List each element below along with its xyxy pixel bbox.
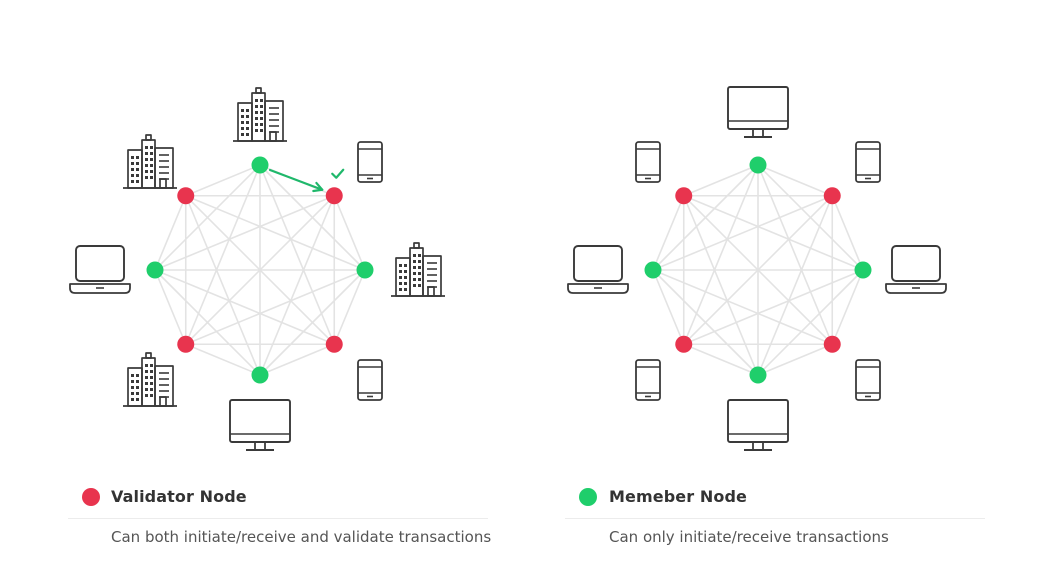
network-edge [185, 164, 261, 345]
network-edge [154, 269, 335, 345]
validator-node [823, 335, 841, 353]
laptop-icon [885, 245, 947, 294]
network-edge [757, 164, 833, 197]
network-edge [683, 269, 864, 345]
network-edge [652, 195, 833, 271]
network-edge [652, 269, 833, 345]
network-edge [154, 195, 187, 271]
member-node [251, 366, 269, 384]
legend-divider [565, 518, 985, 519]
member-node [749, 156, 767, 174]
network-edge [652, 195, 685, 271]
transaction-arrow [268, 168, 345, 193]
network-edge [683, 343, 759, 376]
network-edge [259, 195, 335, 376]
building-icon [233, 87, 287, 142]
member-legend-description: Can only initiate/receive transactions [609, 528, 889, 546]
network-edge [652, 269, 685, 345]
left-network-panel [69, 87, 445, 451]
network-edge [831, 195, 864, 271]
network-edge [185, 343, 261, 376]
network-edge [154, 269, 187, 345]
validator-node [823, 187, 841, 205]
network-edge [683, 195, 759, 376]
monitor-icon [727, 399, 789, 451]
member-legend-dot [579, 488, 597, 506]
legend-divider [68, 518, 488, 519]
phone-icon [855, 359, 881, 401]
validator-legend-title: Validator Node [111, 487, 247, 506]
member-node [644, 261, 662, 279]
network-edge [333, 269, 366, 345]
network-edge [185, 195, 261, 376]
network-edge [259, 164, 335, 345]
phone-icon [357, 141, 383, 183]
network-edge [333, 195, 366, 271]
laptop-icon [69, 245, 131, 294]
network-edge [652, 269, 759, 376]
monitor-icon [229, 399, 291, 451]
validator-node [325, 187, 343, 205]
network-edge [683, 164, 759, 197]
network-edge [831, 269, 864, 345]
mesh-edges [154, 164, 366, 376]
validator-node [325, 335, 343, 353]
network-edge [683, 195, 833, 345]
member-node [251, 156, 269, 174]
network-edge [259, 343, 335, 376]
member-node [854, 261, 872, 279]
check-icon [331, 168, 345, 179]
phone-icon [855, 141, 881, 183]
network-nodes [644, 156, 872, 384]
monitor-icon [727, 86, 789, 138]
member-node [146, 261, 164, 279]
network-edge [185, 164, 261, 197]
laptop-icon [567, 245, 629, 294]
validator-node [675, 187, 693, 205]
network-edge [757, 164, 833, 345]
network-edge [683, 164, 759, 345]
network-edge [185, 195, 335, 345]
mesh-edges [652, 164, 864, 376]
phone-icon [635, 359, 661, 401]
right-network-panel [567, 86, 947, 451]
network-edge [185, 195, 366, 271]
network-edge [154, 195, 335, 271]
network-edge [757, 195, 833, 376]
validator-node [177, 335, 195, 353]
phone-icon [357, 359, 383, 401]
validator-legend-description: Can both initiate/receive and validate t… [111, 528, 492, 546]
validator-node [177, 187, 195, 205]
building-icon [391, 242, 445, 297]
network-edge [154, 269, 261, 376]
member-node [356, 261, 374, 279]
validator-legend-dot [82, 488, 100, 506]
member-node [749, 366, 767, 384]
validator-node [675, 335, 693, 353]
member-legend-title: Memeber Node [609, 487, 747, 506]
network-edge [757, 343, 833, 376]
building-icon [123, 134, 177, 189]
building-icon [123, 352, 177, 407]
network-nodes [146, 156, 374, 384]
network-edge [683, 195, 864, 271]
network-edge [185, 269, 366, 345]
phone-icon [635, 141, 661, 183]
